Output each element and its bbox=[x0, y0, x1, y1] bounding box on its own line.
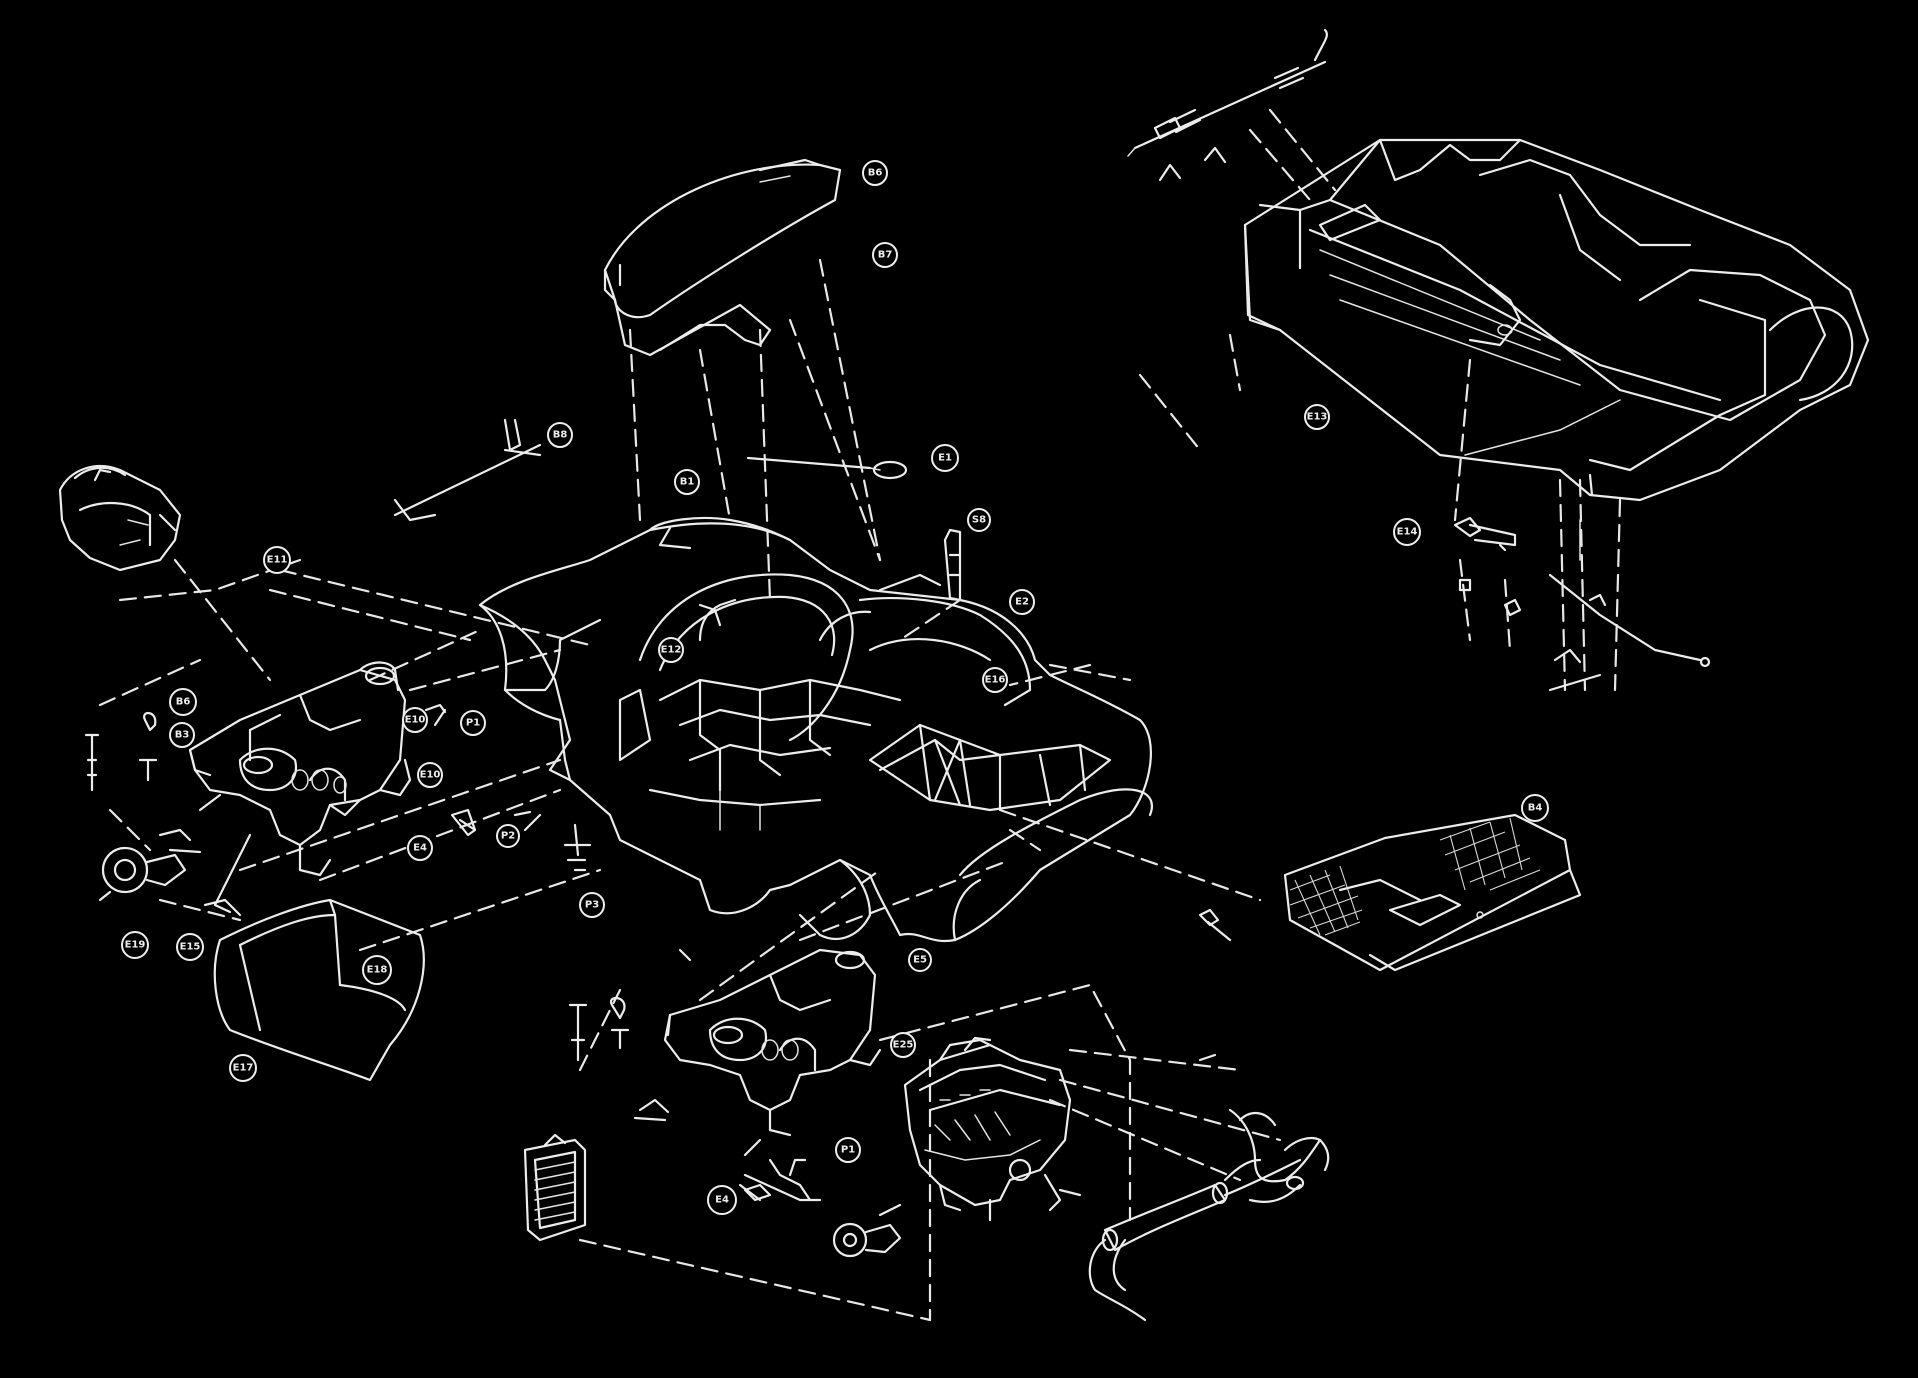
svg-text:B3: B3 bbox=[175, 730, 190, 741]
callout-bubble: P1 bbox=[835, 1137, 861, 1163]
brake-hub bbox=[98, 846, 187, 902]
rod-bracket bbox=[393, 418, 542, 522]
nose-cowl bbox=[603, 158, 842, 357]
svg-text:B1: B1 bbox=[680, 477, 695, 488]
svg-text:E5: E5 bbox=[913, 955, 927, 966]
svg-text:E2: E2 bbox=[1015, 597, 1029, 608]
link-rod bbox=[746, 456, 908, 480]
callout-bubble: B6 bbox=[862, 160, 888, 186]
callout-bubble: P2 bbox=[496, 824, 520, 848]
svg-text:E4: E4 bbox=[715, 1195, 729, 1206]
svg-text:E15: E15 bbox=[180, 942, 201, 953]
svg-text:E13: E13 bbox=[1307, 412, 1328, 423]
undertray-panel bbox=[1283, 813, 1582, 972]
exhaust-system bbox=[1088, 1108, 1330, 1322]
svg-text:P1: P1 bbox=[841, 1145, 855, 1156]
callout-bubble: P3 bbox=[579, 892, 605, 918]
svg-text:E25: E25 bbox=[893, 1040, 914, 1051]
engine-block bbox=[903, 1036, 1082, 1222]
callout-bubble: E13 bbox=[1304, 404, 1330, 430]
callout-bubble: B8 bbox=[547, 422, 573, 448]
svg-text:B7: B7 bbox=[878, 250, 893, 261]
rear-subframe bbox=[663, 948, 882, 1137]
seat-panel bbox=[213, 898, 425, 1082]
callout-bubble: E5 bbox=[908, 948, 932, 972]
callout-bubble: S8 bbox=[967, 508, 991, 532]
callout-bubble: P1 bbox=[460, 710, 486, 736]
svg-text:B8: B8 bbox=[553, 430, 568, 441]
svg-text:E19: E19 bbox=[125, 940, 146, 951]
svg-text:S8: S8 bbox=[972, 515, 986, 526]
svg-text:P2: P2 bbox=[501, 831, 515, 842]
handbrake-cable bbox=[1127, 28, 1329, 182]
svg-text:E17: E17 bbox=[233, 1063, 254, 1074]
svg-text:E10: E10 bbox=[405, 715, 426, 726]
assembly-lines bbox=[98, 108, 1622, 1322]
callout-bubble: E12 bbox=[658, 637, 684, 663]
small-hardware-center bbox=[568, 908, 1232, 1157]
svg-text:E4: E4 bbox=[413, 843, 427, 854]
callout-labels: B6 B7 B8 B1 E1 E2 S8 E11 E12 E16 E19 E10… bbox=[121, 160, 1549, 1215]
rear-body-tub bbox=[1243, 138, 1870, 502]
svg-text:P3: P3 bbox=[585, 900, 599, 911]
callout-bubble: E19 bbox=[121, 931, 149, 959]
callout-bubble: E2 bbox=[1009, 589, 1035, 615]
svg-text:P1: P1 bbox=[466, 718, 480, 729]
callout-bubble: E1 bbox=[931, 444, 959, 472]
radiator bbox=[523, 1133, 587, 1242]
callout-bubble: E14 bbox=[1393, 518, 1421, 546]
callout-bubble: E4 bbox=[407, 835, 433, 861]
callout-bubble: E17 bbox=[229, 1054, 257, 1082]
callout-bubble: E4 bbox=[707, 1185, 737, 1215]
callout-bubble: E25 bbox=[890, 1032, 916, 1058]
svg-text:E12: E12 bbox=[661, 645, 682, 656]
callout-bubble: B4 bbox=[1521, 794, 1549, 822]
svg-text:E11: E11 bbox=[267, 555, 288, 566]
chassis-body bbox=[478, 516, 1153, 943]
small-hardware-left bbox=[84, 703, 592, 917]
callout-bubble: E10 bbox=[417, 762, 443, 788]
callout-bubble: E18 bbox=[362, 955, 392, 985]
svg-text:E1: E1 bbox=[938, 453, 952, 464]
fuel-tank bbox=[58, 465, 182, 572]
svg-text:B6: B6 bbox=[868, 168, 883, 179]
pedal-assembly bbox=[738, 1158, 902, 1258]
callout-bubble: B3 bbox=[169, 722, 195, 748]
callout-bubble: E10 bbox=[402, 707, 428, 733]
callout-bubble: B7 bbox=[872, 242, 898, 268]
callout-bubble: E15 bbox=[176, 933, 204, 961]
svg-text:B4: B4 bbox=[1528, 803, 1543, 814]
callout-bubble: E16 bbox=[982, 667, 1008, 693]
svg-text:B6: B6 bbox=[176, 697, 191, 708]
callout-bubble: E11 bbox=[263, 546, 291, 574]
svg-text:E16: E16 bbox=[985, 675, 1006, 686]
callout-bubble: B1 bbox=[674, 469, 700, 495]
bracket-s8 bbox=[943, 528, 962, 602]
front-subframe bbox=[188, 661, 412, 877]
svg-text:E18: E18 bbox=[367, 965, 388, 976]
svg-text:E10: E10 bbox=[420, 770, 441, 781]
svg-text:E14: E14 bbox=[1397, 527, 1418, 538]
callout-bubble: B6 bbox=[169, 688, 197, 716]
